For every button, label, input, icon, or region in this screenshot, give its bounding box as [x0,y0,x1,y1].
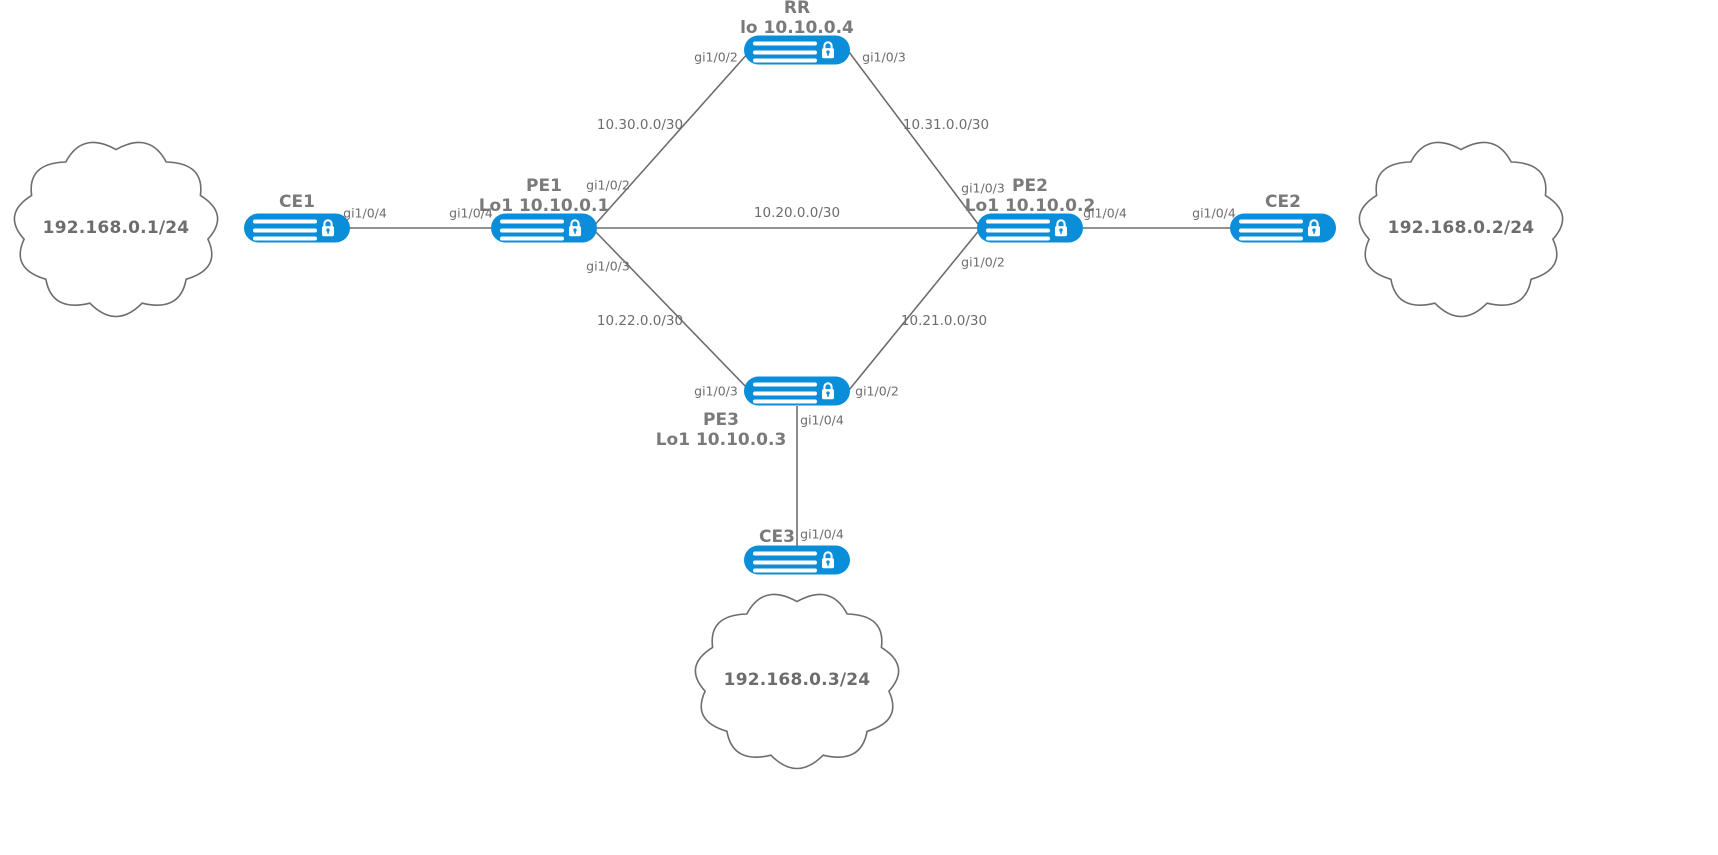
node-name: PE2 [1012,176,1048,196]
device-node-pe2[interactable] [977,213,1083,243]
router-bars-icon [753,41,817,63]
device-node-ce2[interactable] [1230,213,1336,243]
port-label: gi1/0/2 [694,49,738,65]
link-lines-group [346,51,1233,548]
cloud-shapes-group [13,141,1564,770]
subnet-label: 10.22.0.0/30 [596,313,684,329]
node-name: PE1 [526,176,562,196]
node-name: CE1 [279,192,315,212]
subnet-label: 10.31.0.0/30 [902,117,990,133]
cloud-shape [1358,141,1564,318]
node-loopback: lo 10.10.0.4 [740,18,854,38]
lock-icon [321,219,335,238]
node-loopback: Lo1 10.10.0.3 [655,430,787,450]
lock-icon [821,382,835,401]
port-label: gi1/0/4 [343,205,387,221]
router-icon[interactable] [744,35,850,65]
node-label-ce2: CE2 [1265,192,1301,212]
port-label: gi1/0/4 [1192,205,1236,221]
router-bars-icon [753,551,817,573]
device-node-pe3[interactable] [744,376,850,406]
node-name: RR [783,0,811,18]
router-icon[interactable] [977,213,1083,243]
port-label: gi1/0/2 [855,383,899,399]
node-name: CE3 [759,527,795,547]
cloud-shape [13,141,219,318]
router-icon[interactable] [244,213,350,243]
node-name: CE2 [1265,192,1301,212]
router-bars-icon [986,219,1050,241]
port-label: gi1/0/2 [586,177,630,193]
router-icon[interactable] [744,376,850,406]
router-bars-icon [753,382,817,404]
lock-icon [568,219,582,238]
device-node-rr[interactable] [744,35,850,65]
subnet-label: 10.21.0.0/30 [900,313,988,329]
lock-icon [821,551,835,570]
lock-icon [821,41,835,60]
port-label: gi1/0/2 [961,254,1005,270]
router-icon[interactable] [491,213,597,243]
lock-icon [1054,219,1068,238]
node-label-ce1: CE1 [279,192,315,212]
device-node-ce3[interactable] [744,545,850,575]
node-loopback: Lo1 10.10.0.1 [478,196,610,216]
port-label: gi1/0/3 [586,258,630,274]
link-line[interactable] [848,227,982,391]
router-bars-icon [500,219,564,241]
cloud-label: 192.168.0.2/24 [1387,218,1535,238]
device-node-pe1[interactable] [491,213,597,243]
port-label: gi1/0/3 [961,180,1005,196]
port-label: gi1/0/4 [449,205,493,221]
router-bars-icon [1239,219,1303,241]
subnet-label: 10.20.0.0/30 [753,205,841,221]
port-label: gi1/0/3 [862,49,906,65]
cloud-label: 192.168.0.3/24 [723,670,871,690]
router-icon[interactable] [744,545,850,575]
subnet-label: 10.30.0.0/30 [596,117,684,133]
device-node-ce1[interactable] [244,213,350,243]
router-icon[interactable] [1230,213,1336,243]
lock-icon [1307,219,1321,238]
link-line[interactable] [591,227,750,391]
port-label: gi1/0/4 [800,526,844,542]
port-label: gi1/0/4 [1083,205,1127,221]
port-label: gi1/0/3 [694,383,738,399]
cloud-shape [694,593,900,770]
link-line[interactable] [848,51,982,229]
router-bars-icon [253,219,317,241]
node-loopback: Lo1 10.10.0.2 [964,196,1096,216]
port-label: gi1/0/4 [800,412,844,428]
node-label-ce3: CE3 [759,527,795,547]
link-line[interactable] [591,51,750,229]
cloud-label: 192.168.0.1/24 [42,218,190,238]
node-name: PE3 [703,410,739,430]
